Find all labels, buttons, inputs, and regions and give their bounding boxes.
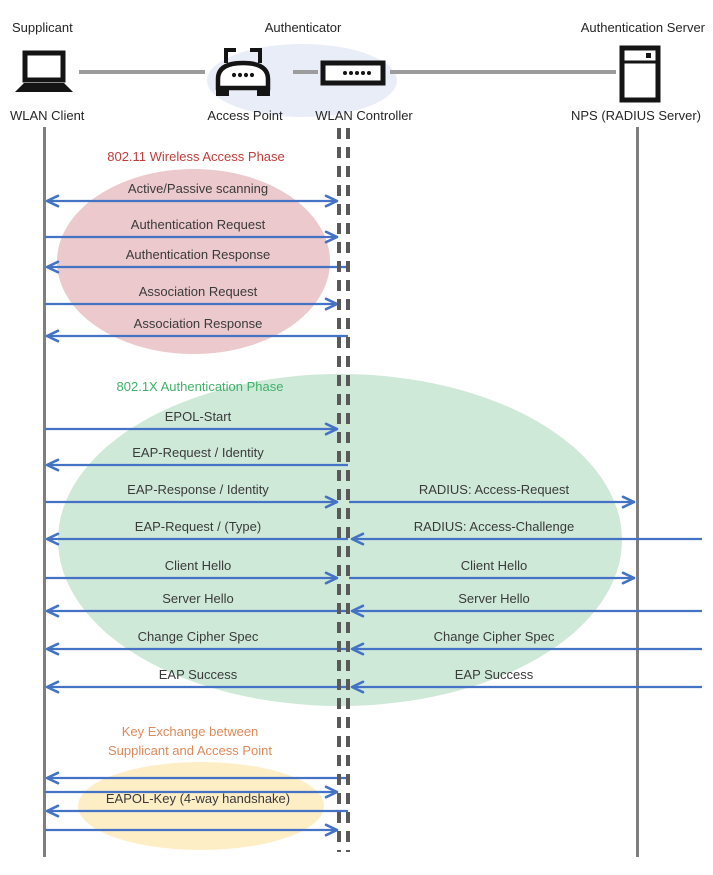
lifeline-nps-server bbox=[636, 127, 639, 857]
message-label: Change Cipher Spec bbox=[433, 629, 555, 644]
message-arrowhead bbox=[45, 458, 60, 472]
message-label: RADIUS: Access-Challenge bbox=[413, 519, 575, 534]
connector-client-ap bbox=[79, 70, 205, 74]
role-authentication-server: Authentication Server bbox=[580, 20, 705, 35]
message-label: Change Cipher Spec bbox=[137, 629, 259, 644]
message-label: RADIUS: Access-Request bbox=[418, 482, 570, 497]
wireless-access-phase-ellipse bbox=[57, 169, 330, 354]
message-arrowhead bbox=[45, 194, 60, 208]
message-label: EAP Success bbox=[454, 667, 534, 682]
message-arrowhead bbox=[45, 260, 60, 274]
message-label: Server Hello bbox=[458, 591, 530, 606]
laptop-icon bbox=[14, 50, 74, 99]
phase-title-key-exchange: Key Exchange between Supplicant and Acce… bbox=[108, 722, 272, 760]
role-authenticator: Authenticator bbox=[264, 20, 342, 35]
node-label-wlan-controller: WLAN Controller bbox=[315, 108, 413, 123]
message-arrowhead bbox=[45, 804, 60, 818]
lifeline-wlan-client bbox=[43, 127, 46, 857]
message-arrowhead bbox=[350, 680, 365, 694]
message-label: Server Hello bbox=[162, 591, 234, 606]
lifeline-authenticator-dash-left bbox=[337, 128, 341, 852]
message-label: EAP Success bbox=[158, 667, 238, 682]
message-arrowhead bbox=[45, 329, 60, 343]
server-icon bbox=[619, 45, 661, 108]
connector-ap-controller bbox=[293, 70, 318, 74]
key-exchange-ellipse bbox=[78, 762, 324, 850]
phase-title-wireless-access: 802.11 Wireless Access Phase bbox=[107, 149, 285, 164]
message-arrowhead bbox=[350, 604, 365, 618]
message-arrowhead bbox=[621, 571, 636, 585]
message-label: EAP-Request / (Type) bbox=[134, 519, 262, 534]
wlan-controller-icon bbox=[320, 60, 386, 91]
lifeline-authenticator-dash-right bbox=[346, 128, 350, 852]
message-arrowhead bbox=[350, 532, 365, 546]
message-label: Association Response bbox=[133, 316, 263, 331]
phase-title-key-exchange-line1: Key Exchange between bbox=[121, 724, 259, 739]
message-arrowhead bbox=[45, 680, 60, 694]
phase-title-authentication: 802.1X Authentication Phase bbox=[116, 379, 284, 394]
connector-controller-server bbox=[390, 70, 616, 74]
message-label: Client Hello bbox=[164, 558, 232, 573]
message-arrowhead bbox=[45, 604, 60, 618]
message-arrowhead bbox=[45, 532, 60, 546]
node-label-wlan-client: WLAN Client bbox=[10, 108, 85, 123]
node-label-access-point: Access Point bbox=[207, 108, 283, 123]
phase-title-key-exchange-line2: Supplicant and Access Point bbox=[107, 743, 273, 758]
message-label: EAPOL-Key (4-way handshake) bbox=[105, 791, 291, 806]
message-label: Active/Passive scanning bbox=[127, 181, 269, 196]
message-label: EAP-Response / Identity bbox=[127, 482, 269, 497]
role-supplicant: Supplicant bbox=[12, 20, 73, 35]
message-label: Client Hello bbox=[460, 558, 528, 573]
access-point-icon bbox=[213, 46, 273, 105]
message-label: EAP-Request / Identity bbox=[132, 445, 264, 460]
message-arrowhead bbox=[350, 642, 365, 656]
message-label: Authentication Response bbox=[125, 247, 271, 262]
message-label: EPOL-Start bbox=[164, 409, 232, 424]
message-arrowhead bbox=[45, 642, 60, 656]
message-arrowhead bbox=[45, 771, 60, 785]
message-arrowhead bbox=[621, 495, 636, 509]
node-label-nps-radius-server: NPS (RADIUS Server) bbox=[570, 108, 702, 123]
message-label: Association Request bbox=[138, 284, 258, 299]
message-label: Authentication Request bbox=[130, 217, 266, 232]
